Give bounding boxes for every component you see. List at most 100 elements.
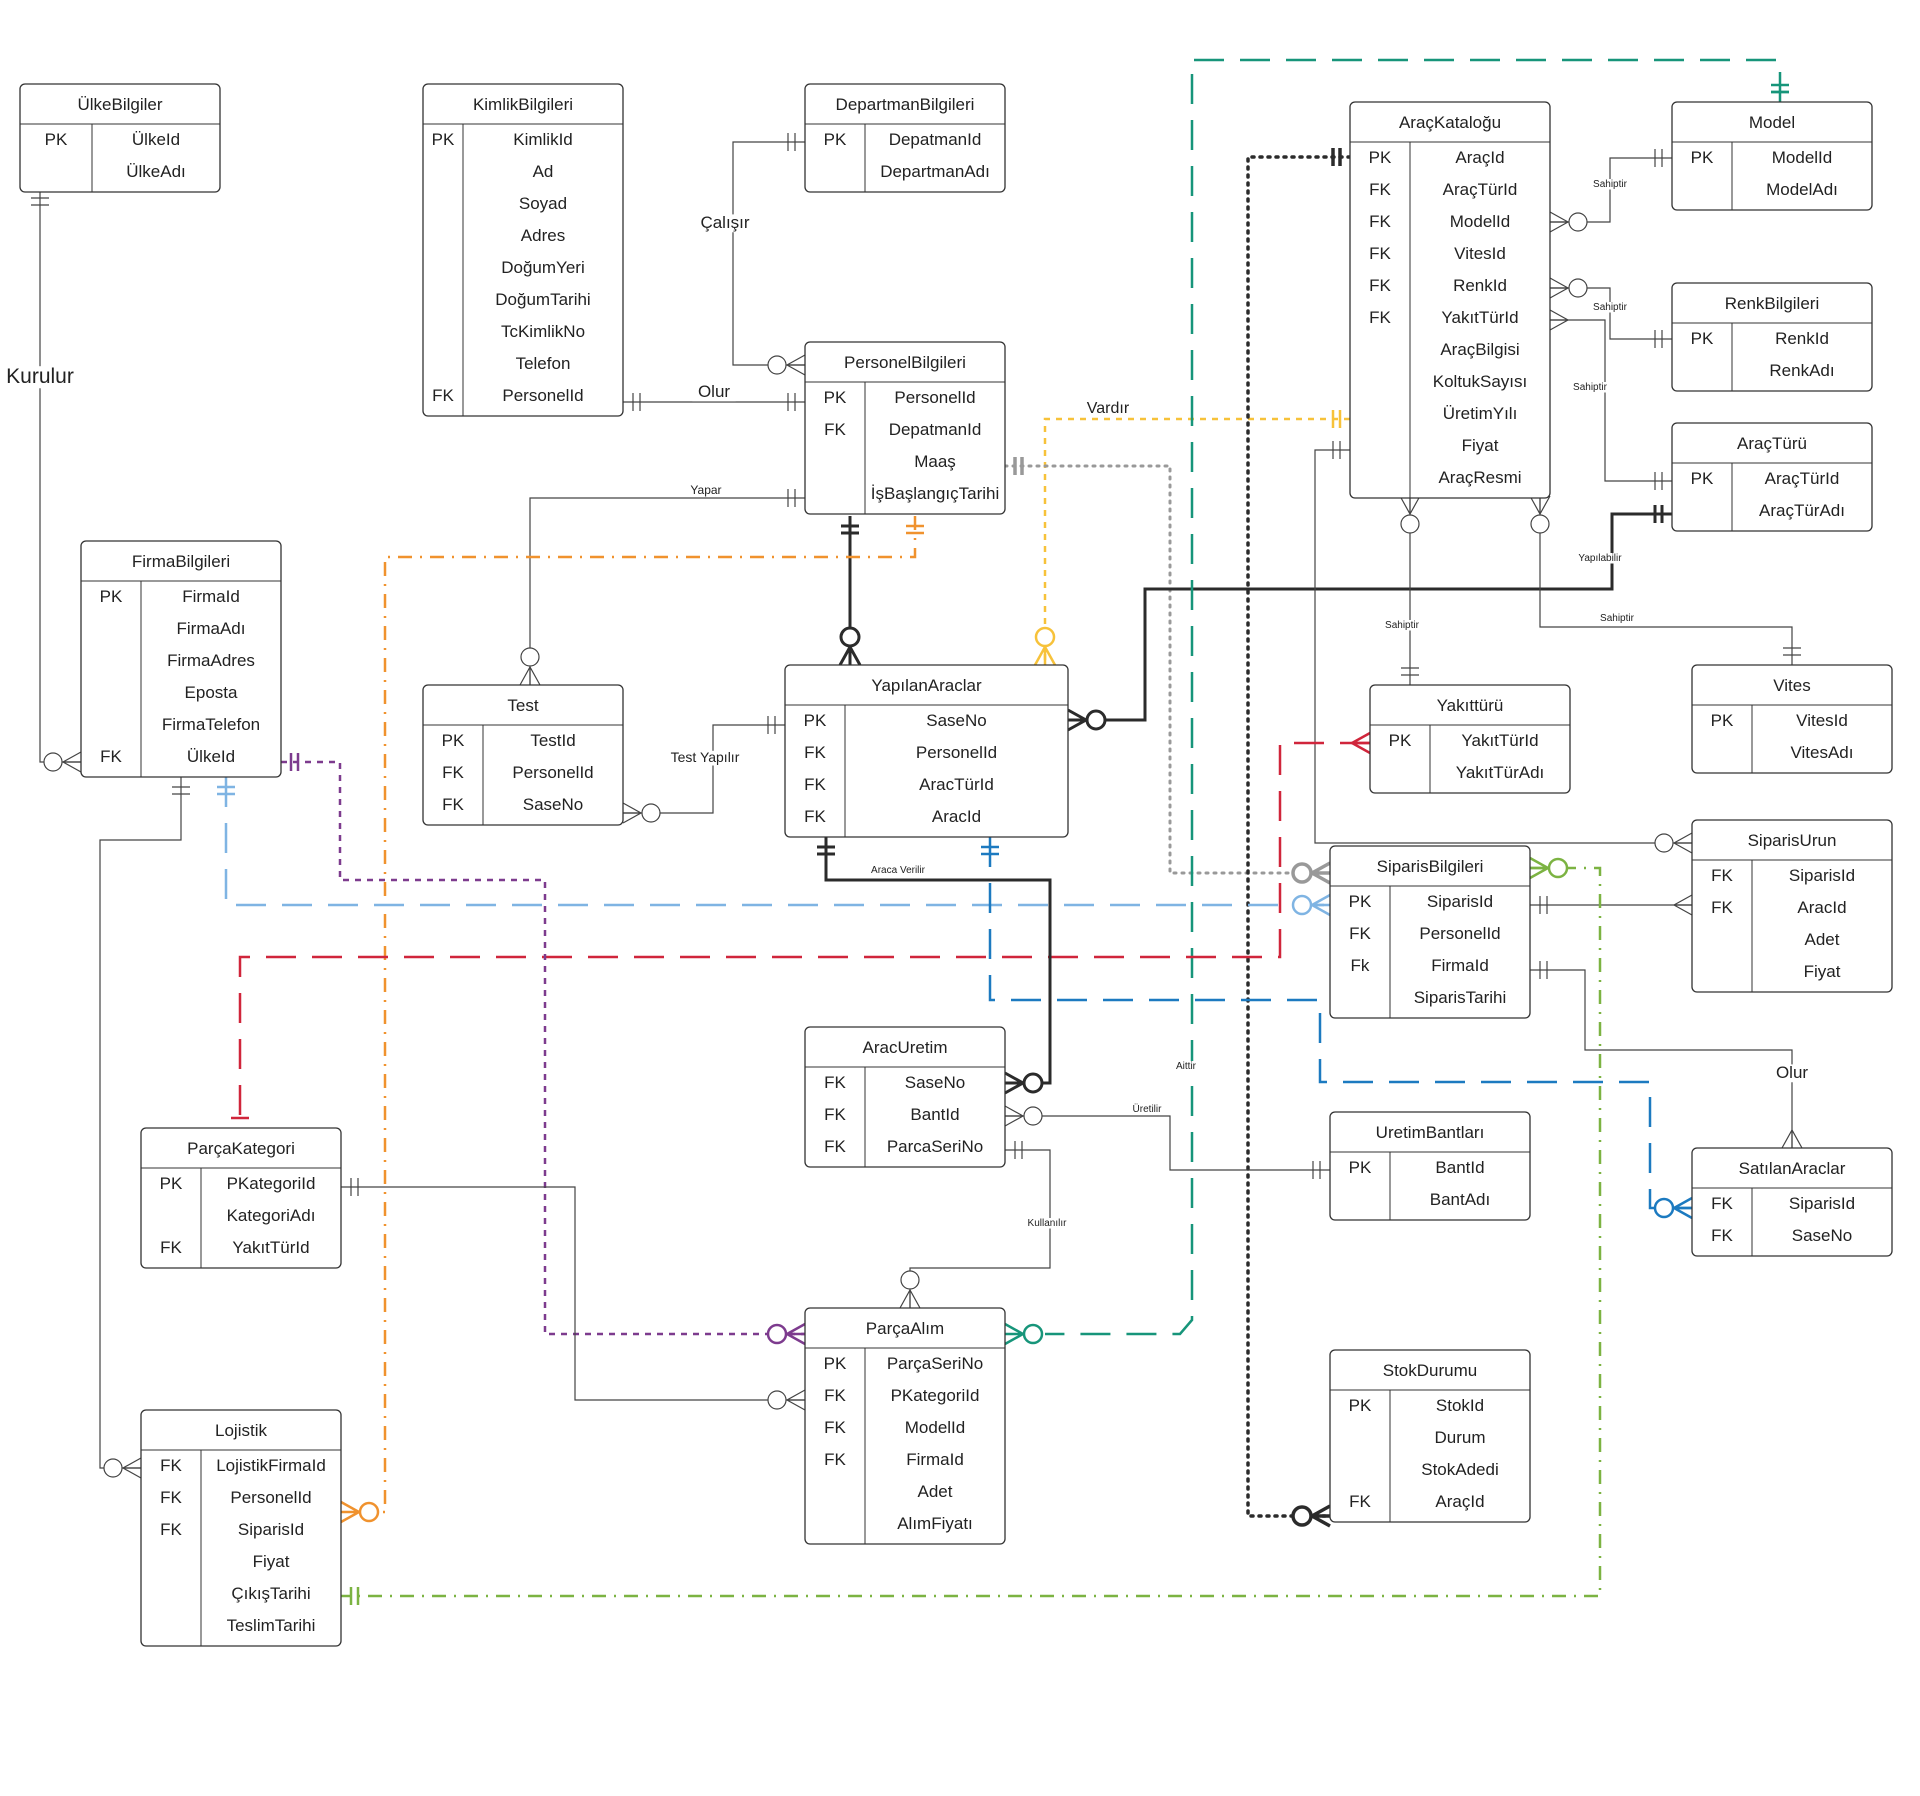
katalog-yakit-end-crowfoot	[1399, 495, 1421, 516]
table-field-cell: ÜlkeId	[132, 130, 180, 149]
relationship-label-yapar: Yapar	[690, 483, 721, 497]
table-key-cell: PK	[1711, 711, 1734, 730]
table-field-cell: AraçId	[1435, 1492, 1484, 1511]
connector-sahiptir-model	[1550, 157, 1672, 223]
relationship-label-bg	[0, 366, 84, 389]
connector-model-parcaalim	[1045, 58, 1782, 1336]
relationship-label-bg	[1592, 613, 1642, 624]
table-key-cell: FK	[1369, 308, 1391, 327]
relationship-label-bg	[1585, 179, 1635, 190]
table-border	[422, 684, 624, 826]
table-field-cell: ParcaSeriNo	[887, 1137, 983, 1156]
table-key-cell: PK	[1691, 148, 1714, 167]
katalog-renk-end-crowfoot	[1549, 277, 1570, 299]
table-title: FirmaBilgileri	[132, 552, 230, 571]
table-field-cell: PKategoriId	[227, 1174, 316, 1193]
yakit-parcakategori-end-crowfoot	[1349, 731, 1371, 755]
table-field-cell: DoğumYeri	[501, 258, 584, 277]
relationship-label-bg	[655, 750, 755, 766]
test-sase-end-crowfoot	[622, 802, 643, 824]
relationship-label-kullanilir: Kullanılır	[1028, 1218, 1068, 1229]
aracuretim-yapilan-end-crowfoot	[1004, 1071, 1027, 1095]
table-field-cell: AraçTürId	[1765, 469, 1840, 488]
table-field-cell: PersonelId	[502, 386, 583, 405]
connector-sahiptir-vites	[1539, 496, 1793, 665]
table-field-cell: ModelId	[905, 1418, 965, 1437]
table-field-cell: ParçaSeriNo	[887, 1354, 983, 1373]
table-field-cell: Maaş	[914, 452, 956, 471]
connector-calisir	[732, 141, 805, 366]
table-field-cell: PersonelId	[916, 743, 997, 762]
table-key-cell: PK	[100, 587, 123, 606]
table-border	[1329, 845, 1531, 1019]
table-key-cell: PK	[1691, 329, 1714, 348]
table-field-cell: Ad	[533, 162, 554, 181]
table-key-cell: PK	[160, 1174, 183, 1193]
connector-personel-siparis	[1003, 464, 1332, 875]
table-key-cell: PK	[45, 130, 68, 149]
table-field-cell: DepartmanAdı	[880, 162, 990, 181]
connector-sahiptir-renk	[1550, 287, 1672, 340]
test-sase-end-circle	[641, 803, 661, 823]
parcaalim-model-end-circle	[1022, 1323, 1044, 1345]
table-field-cell: ModelId	[1772, 148, 1832, 167]
table-key-cell: FK	[824, 420, 846, 439]
table-border	[1329, 1349, 1531, 1523]
table-title: DepartmanBilgileri	[836, 95, 975, 114]
table-key-cell: FK	[804, 775, 826, 794]
table-field-cell: Eposta	[185, 683, 238, 702]
relationship-label-sahiptir3: Sahiptir	[1573, 382, 1608, 393]
table-title: Vites	[1773, 676, 1811, 695]
connector-kurulur	[39, 188, 81, 763]
table-field-cell: AraçResmi	[1438, 468, 1521, 487]
table-border	[1329, 1111, 1531, 1221]
table-border	[1691, 1147, 1893, 1257]
table-key-cell: FK	[1711, 866, 1733, 885]
relationship-label-bg	[1377, 620, 1427, 631]
table-field-cell: YakıtTürId	[1441, 308, 1518, 327]
table-field-cell: PersonelId	[512, 763, 593, 782]
table-field-cell: Fiyat	[1804, 962, 1841, 981]
connector-yapilan-satilan	[988, 837, 1692, 1210]
aracuretim-yapilan-end-circle	[1022, 1072, 1044, 1094]
table-border	[804, 83, 1006, 193]
parcaalim-model-end-crowfoot	[1004, 1322, 1026, 1346]
table-key-cell: PK	[804, 711, 827, 730]
relationship-label-bg	[1166, 1061, 1206, 1072]
table-field-cell: LojistikFirmaId	[216, 1456, 326, 1475]
table-field-cell: FirmaTelefon	[162, 715, 260, 734]
relationship-label-vardir: Vardır	[1087, 400, 1130, 417]
firma-end-crowfoot	[61, 751, 82, 773]
table-field-cell: VitesId	[1454, 244, 1506, 263]
siparis-firma-end-crowfoot	[1309, 893, 1331, 917]
relationship-label-sahiptir4: Sahiptir	[1385, 620, 1420, 631]
connector-katalog-stok	[1246, 155, 1352, 1518]
firma-end-circle	[43, 752, 63, 772]
siparis-personel-end-circle	[1291, 862, 1313, 884]
parcaalim-firma-end-crowfoot	[784, 1322, 806, 1346]
table-field-cell: StokAdedi	[1421, 1460, 1499, 1479]
table-field-cell: RenkId	[1453, 276, 1507, 295]
table-title: AracUretim	[862, 1038, 947, 1057]
table-key-cell: PK	[1349, 1396, 1372, 1415]
table-key-cell: FK	[1349, 924, 1371, 943]
table-border	[422, 83, 624, 417]
siparis-lojistik-end-circle	[1547, 857, 1569, 879]
katalog-renk-end-circle	[1568, 278, 1588, 298]
table-field-cell: FirmaId	[182, 587, 240, 606]
table-title: SatılanAraclar	[1739, 1159, 1846, 1178]
table-field-cell: FirmaId	[1431, 956, 1489, 975]
table-field-cell: AraçBilgisi	[1440, 340, 1519, 359]
table-title: PersonelBilgileri	[844, 353, 966, 372]
parcaalim-aracuretim-end-circle	[900, 1270, 920, 1290]
relationship-label-olur1: Olur	[698, 382, 730, 401]
table-border	[140, 1127, 342, 1269]
table-field-cell: ÜlkeId	[187, 747, 235, 766]
lojistik-personel-end-crowfoot	[340, 1500, 362, 1524]
